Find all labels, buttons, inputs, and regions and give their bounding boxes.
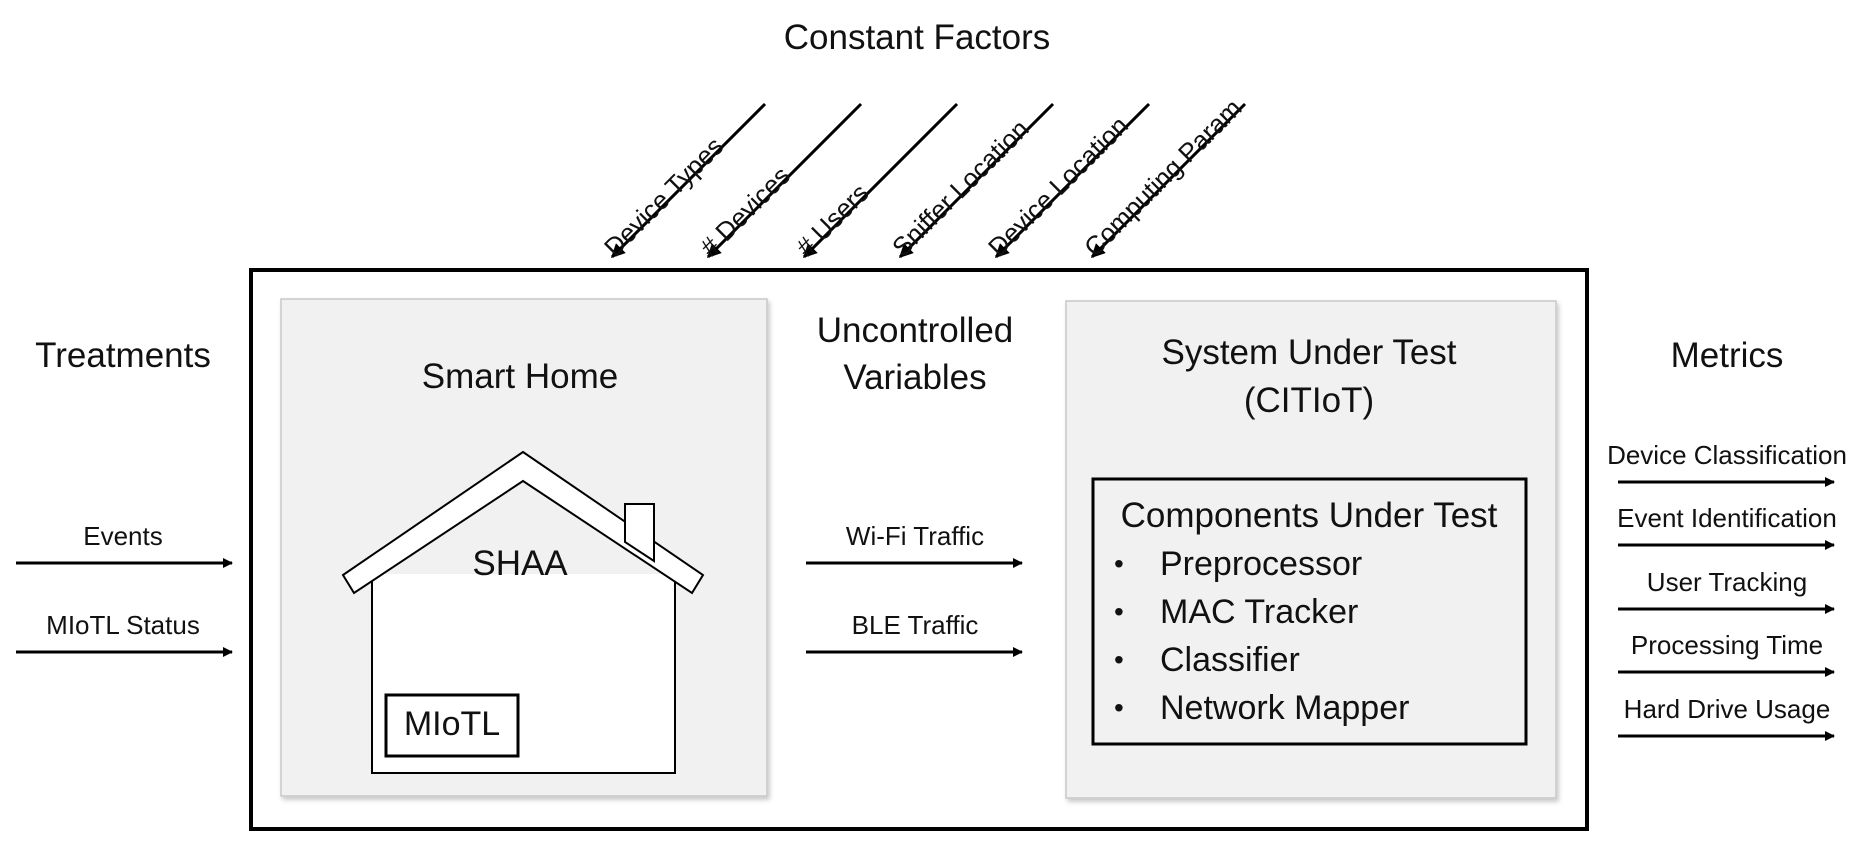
uncontrolled-variables-title: Variables bbox=[843, 358, 987, 397]
treatment-label-events: Events bbox=[83, 521, 163, 551]
miotl-device-box bbox=[384, 693, 520, 758]
component-label: MAC Tracker bbox=[1160, 593, 1359, 631]
shaa-label: SHAA bbox=[472, 544, 568, 583]
bullet-icon: • bbox=[1114, 692, 1124, 723]
components-under-test-title: Components Under Test bbox=[1120, 496, 1498, 535]
bullet-icon: • bbox=[1114, 596, 1124, 627]
component-item: • Classifier bbox=[1108, 636, 1409, 684]
uncontrolled-label-ble: BLE Traffic bbox=[851, 610, 979, 640]
constant-factor-arrow bbox=[706, 102, 863, 259]
component-label: Classifier bbox=[1160, 641, 1300, 679]
components-list: • Preprocessor • MAC Tracker • Classifie… bbox=[1108, 540, 1409, 732]
metric-label: Event Identification bbox=[1617, 503, 1837, 533]
bullet-icon: • bbox=[1114, 644, 1124, 675]
constant-factor-arrow bbox=[898, 102, 1055, 259]
uncontrolled-variables-title: Uncontrolled bbox=[816, 311, 1014, 350]
constant-factor-arrow bbox=[1090, 102, 1247, 259]
component-label: Network Mapper bbox=[1160, 689, 1410, 727]
system-under-test-subtitle: (CITIoT) bbox=[1243, 381, 1375, 420]
component-item: • MAC Tracker bbox=[1108, 588, 1409, 636]
metric-label: Device Classification bbox=[1607, 440, 1847, 470]
constant-factor-arrow bbox=[610, 102, 767, 259]
metric-label: Processing Time bbox=[1630, 630, 1824, 660]
constant-factor-arrows bbox=[610, 102, 1247, 259]
component-item: • Preprocessor bbox=[1108, 540, 1409, 588]
component-item: • Network Mapper bbox=[1108, 684, 1409, 732]
metric-arrows bbox=[1618, 477, 1835, 741]
treatment-label-miotl-status: MIoTL Status bbox=[46, 610, 200, 640]
bullet-icon: • bbox=[1114, 548, 1124, 579]
metrics-title: Metrics bbox=[1670, 336, 1784, 375]
treatments-title: Treatments bbox=[35, 336, 211, 375]
constant-factor-arrow bbox=[802, 102, 959, 259]
system-under-test-title: System Under Test bbox=[1161, 333, 1457, 372]
uncontrolled-label-wifi: Wi-Fi Traffic bbox=[845, 521, 985, 551]
smart-home-title: Smart Home bbox=[421, 357, 619, 396]
constant-factor-arrow bbox=[994, 102, 1151, 259]
metric-label: Hard Drive Usage bbox=[1623, 694, 1831, 724]
constant-factors-title: Constant Factors bbox=[783, 18, 1051, 57]
miotl-label: MIoTL bbox=[403, 705, 501, 743]
component-label: Preprocessor bbox=[1160, 545, 1363, 583]
components-under-test-box bbox=[1091, 477, 1528, 746]
metric-label: User Tracking bbox=[1646, 567, 1808, 597]
